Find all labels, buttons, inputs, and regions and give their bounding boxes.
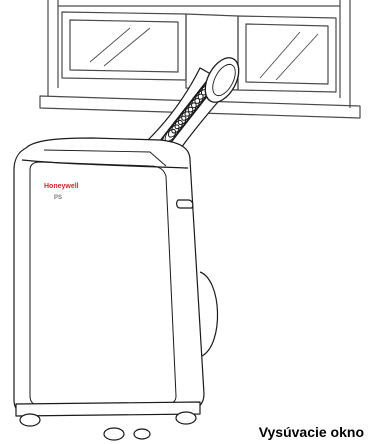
glass-reflection-right [260,32,318,80]
window-sash-right [238,16,336,92]
model-label: PS [54,195,62,201]
glass-reflection-left [90,28,150,66]
caster-front-left [20,414,40,426]
brand-logo: Honeywell [44,183,79,190]
caster-front-right [176,412,196,424]
unit-side-handle [177,200,193,208]
unit-body [14,138,204,414]
unit-base [16,402,200,416]
window-sash-left [62,12,186,80]
caster-back-right [134,429,150,439]
caster-back-center [104,428,124,440]
unit-side-bulge [200,272,218,356]
window-frame-left [48,0,58,96]
diagram-caption: Vysúvacie okno [259,424,364,440]
window-frame-right [340,0,350,108]
